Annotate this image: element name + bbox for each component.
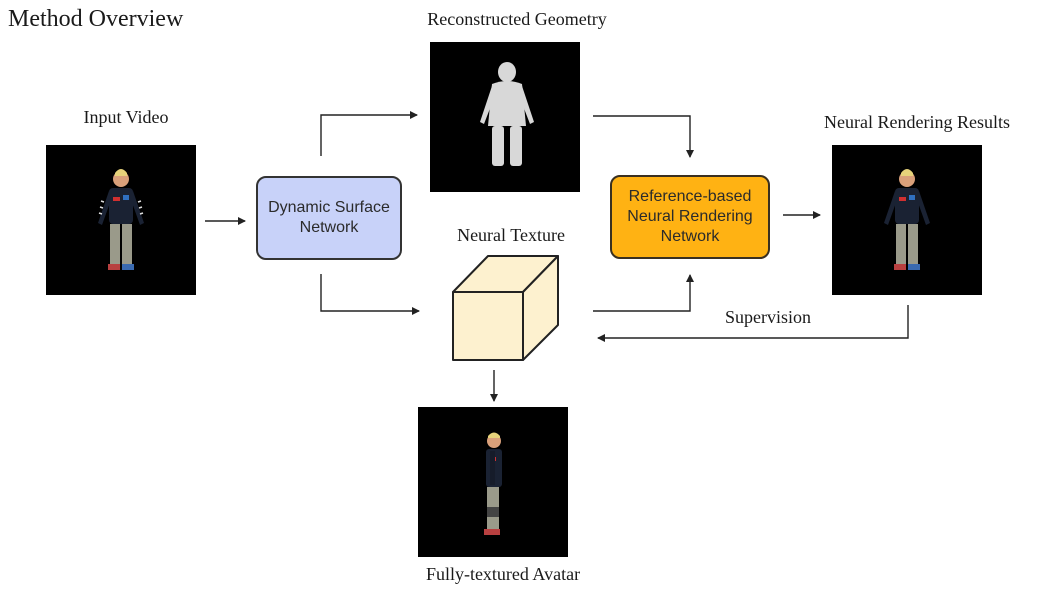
arrow-dsn-to-texture [320, 274, 420, 315]
diagram-title: Method Overview [8, 6, 184, 32]
neural-texture-label: Neural Texture [457, 225, 565, 245]
arrow-geometry-to-renderer [593, 115, 694, 158]
mesh-figure-icon [480, 62, 534, 166]
reconstructed-geometry-image [430, 42, 580, 192]
dynamic-surface-network-line1: Dynamic Surface [268, 199, 390, 216]
side-view-person-icon [484, 432, 502, 535]
dynamic-surface-network-box: Dynamic Surface Network [256, 176, 402, 260]
dynamic-surface-network-line2: Network [299, 219, 359, 236]
reference-rendering-line2: Neural Rendering [627, 208, 753, 225]
rendered-person-icon [884, 169, 930, 270]
input-video-label: Input Video [83, 107, 169, 127]
person-figure-icon [98, 169, 144, 270]
supervision-label: Supervision [724, 307, 812, 327]
arrow-texture-to-renderer [593, 274, 694, 312]
reconstructed-geometry-label: Reconstructed Geometry [427, 9, 607, 29]
reference-rendering-line1: Reference-based [628, 188, 752, 205]
input-video-frame [46, 145, 196, 295]
neural-texture-cube [452, 255, 559, 361]
fully-textured-avatar-image [418, 407, 568, 557]
fully-textured-avatar-label: Fully-textured Avatar [425, 564, 581, 584]
arrow-dsn-to-geometry [320, 111, 418, 156]
neural-rendering-results-label: Neural Rendering Results [824, 112, 1010, 132]
neural-rendering-result-frame [832, 145, 982, 295]
reference-rendering-network-box: Reference-based Neural Rendering Network [610, 175, 770, 259]
arrow-supervision [597, 305, 909, 342]
reference-rendering-line3: Network [660, 228, 720, 245]
